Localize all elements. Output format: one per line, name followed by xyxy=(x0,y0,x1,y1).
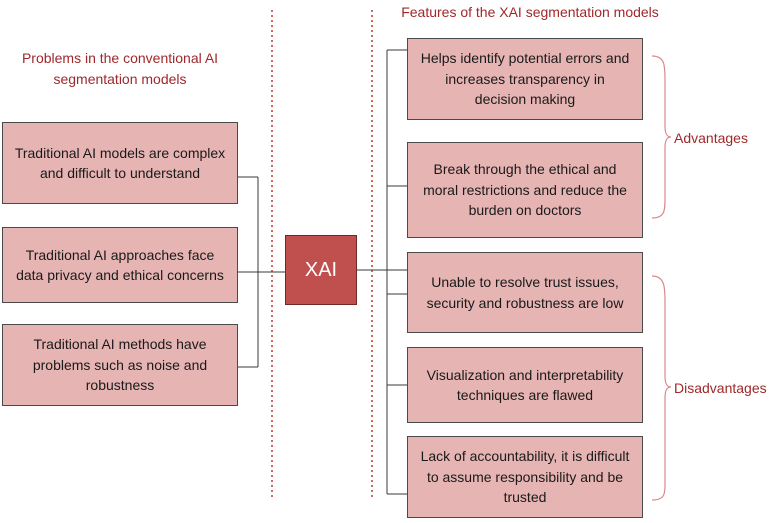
feature-text: Helps identify potential errors and incr… xyxy=(420,50,630,108)
problem-box: Traditional AI methods have problems suc… xyxy=(2,324,238,406)
feature-text: Unable to resolve trust issues, security… xyxy=(426,274,624,311)
problem-text: Traditional AI methods have problems suc… xyxy=(32,336,208,394)
feature-box: Break through the ethical and moral rest… xyxy=(407,142,643,238)
problem-box: Traditional AI approaches face data priv… xyxy=(2,227,238,303)
feature-box: Unable to resolve trust issues, security… xyxy=(407,252,643,333)
xai-label: XAI xyxy=(304,258,338,281)
advantages-label: Advantages xyxy=(674,130,748,146)
feature-box: Lack of accountability, it is difficult … xyxy=(407,436,643,518)
problem-text: Traditional AI models are complex and di… xyxy=(14,144,226,182)
feature-box: Visualization and interpretability techn… xyxy=(407,347,643,423)
problem-text: Traditional AI approaches face data priv… xyxy=(16,246,224,284)
feature-text: Lack of accountability, it is difficult … xyxy=(420,448,630,506)
feature-text: Visualization and interpretability techn… xyxy=(426,366,624,404)
xai-center-box: XAI xyxy=(285,235,357,305)
left-header: Problems in the conventional AI segmenta… xyxy=(21,50,219,87)
disadvantages-brace xyxy=(651,275,672,501)
left-bracket xyxy=(238,176,285,368)
problem-box: Traditional AI models are complex and di… xyxy=(2,122,238,204)
right-bracket xyxy=(357,49,407,495)
disadvantages-label: Disadvantages xyxy=(674,380,767,396)
feature-box: Helps identify potential errors and incr… xyxy=(407,38,643,120)
feature-text: Break through the ethical and moral rest… xyxy=(423,161,627,219)
right-header: Features of the XAI segmentation models xyxy=(401,4,659,20)
advantages-brace xyxy=(651,55,672,219)
